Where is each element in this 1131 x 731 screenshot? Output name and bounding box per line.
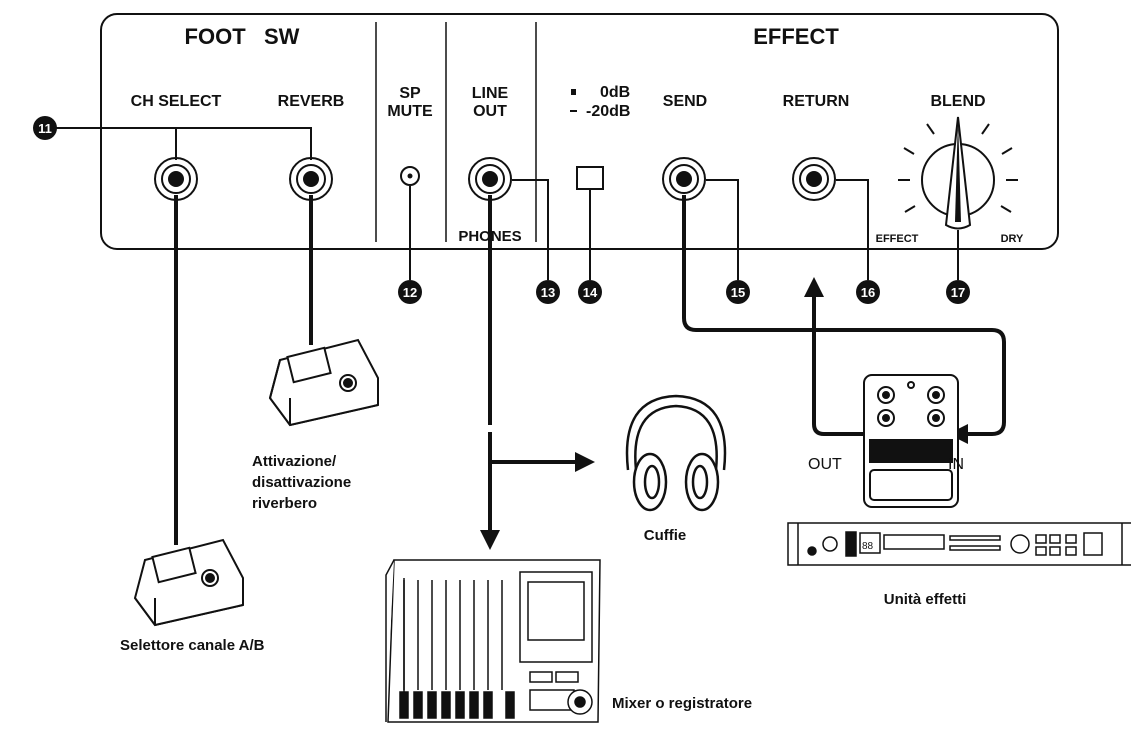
sp-mute-jack [400,166,420,186]
callout-12: 12 [398,280,422,304]
level-0db-icon [571,89,576,95]
blend-knob [898,116,1018,230]
reverb-footswitch-caption-3: riverbero [252,495,317,512]
callout-15: 15 [726,280,750,304]
send-label: SEND [663,93,707,110]
effects-unit-rack [787,522,1131,566]
mixer-caption: Mixer o registratore [612,695,752,712]
effects-unit-caption: Unità effetti [884,591,967,608]
foot-sw-header: FOOT SW [185,24,300,49]
reverb-label: REVERB [278,93,345,110]
callout-17: 17 [946,280,970,304]
effect-header: EFFECT [753,24,839,49]
callout-leaders [56,127,959,280]
send-jack [662,157,706,201]
ch-select-jack [154,157,198,201]
mixer-channel-strips [399,580,593,719]
cable-send [682,195,1006,444]
effect-pedal [863,374,959,508]
level-0db-label: 0dB [600,84,630,101]
return-jack [792,157,836,201]
blend-dry-label: DRY [1001,233,1024,245]
pedal-in-label: IN [948,456,964,473]
cable-headphones [488,432,595,472]
blend-effect-label: EFFECT [876,233,919,245]
cable-return [804,277,864,436]
svg-text:15: 15 [731,285,745,300]
svg-text:12: 12 [403,285,417,300]
callout-16: 16 [856,280,880,304]
blend-label: BLEND [930,93,985,110]
return-label: RETURN [783,93,850,110]
svg-text:14: 14 [583,285,598,300]
svg-text:11: 11 [38,121,52,136]
svg-text:13: 13 [541,285,555,300]
line-out-label-1: LINE [472,85,509,102]
headphones-caption: Cuffie [644,527,687,544]
svg-text:16: 16 [861,285,875,300]
callout-14: 14 [578,280,602,304]
sp-mute-label-1: SP [399,85,421,102]
reverb-footswitch-caption-2: disattivazione [252,474,351,491]
rack-display-readout: 88 [862,541,874,552]
channel-footswitch-caption: Selettore canale A/B [120,637,265,654]
reverb-footswitch-caption-1: Attivazione/ [252,453,337,470]
callout-11: 11 [33,116,57,140]
reverb-footswitch [268,338,379,427]
reverb-jack [289,157,333,201]
amp-rear-panel: FOOT SW EFFECT CH SELECT REVERB SP MUTE … [100,13,1059,250]
level-switch [576,166,604,190]
callout-13: 13 [536,280,560,304]
cables [174,195,1006,550]
ch-select-label: CH SELECT [131,93,222,110]
line-out-jack [468,157,512,201]
pedal-out-label: OUT [808,456,842,473]
svg-text:17: 17 [951,285,965,300]
line-out-label-2: OUT [473,103,507,120]
level-minus20db-label: -20dB [586,103,630,120]
channel-footswitch [133,538,244,627]
headphones-icon [625,394,727,512]
mixer-recorder [385,559,601,723]
sp-mute-label-2: MUTE [387,103,433,120]
level-minus20db-icon [570,110,577,112]
